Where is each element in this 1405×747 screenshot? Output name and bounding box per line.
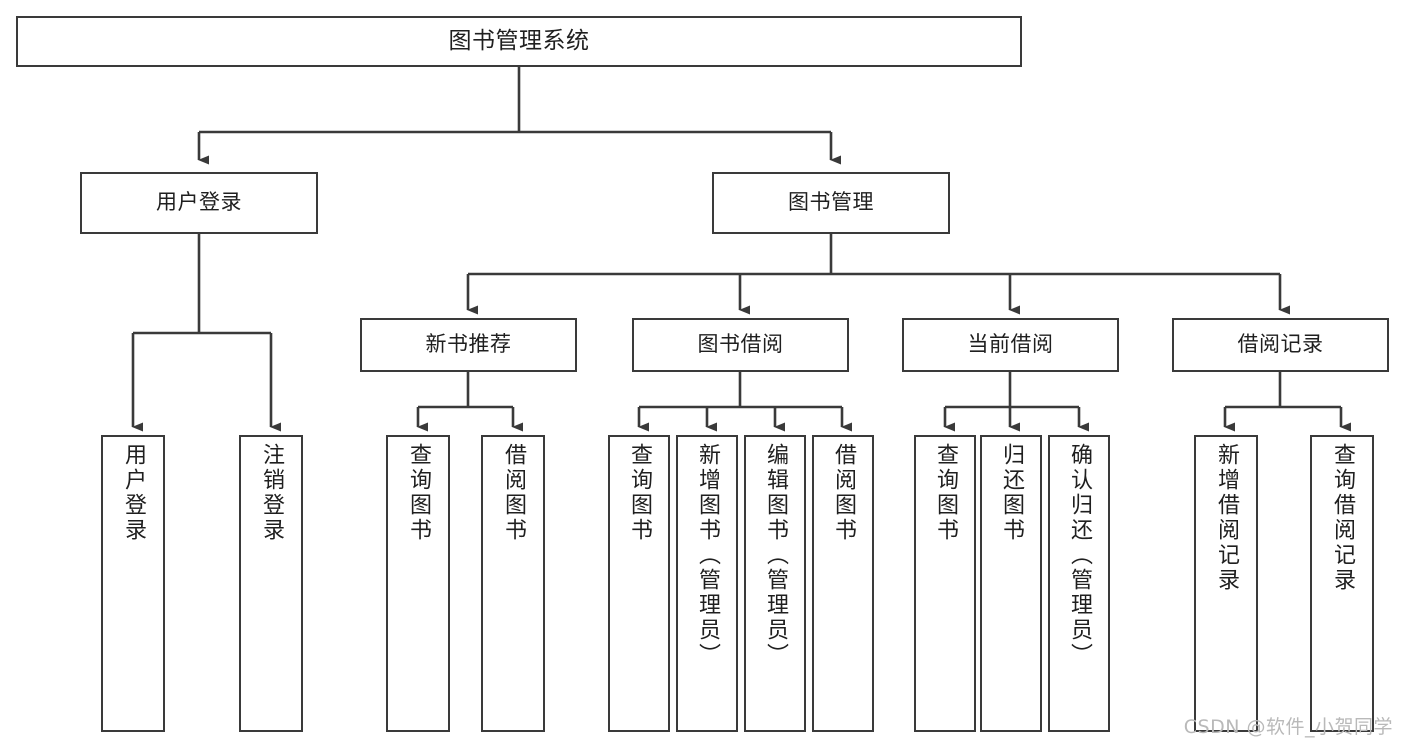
node-leaf-logout-label: 注销登录 bbox=[259, 443, 284, 543]
node-new-book-recommend[interactable]: 新书推荐 bbox=[360, 318, 577, 372]
node-book-manage[interactable]: 图书管理 bbox=[712, 172, 950, 234]
node-current-borrow[interactable]: 当前借阅 bbox=[902, 318, 1119, 372]
node-user-login[interactable]: 用户登录 bbox=[80, 172, 318, 234]
node-leaf-user-login-label: 用户登录 bbox=[121, 443, 146, 543]
node-leaf-borrow-book-1[interactable]: 借阅图书 bbox=[481, 435, 545, 732]
node-leaf-user-login[interactable]: 用户登录 bbox=[101, 435, 165, 732]
node-leaf-confirm-return[interactable]: 确认归还（管理员） bbox=[1048, 435, 1110, 732]
node-leaf-confirm-return-label: 确认归还（管理员） bbox=[1067, 443, 1092, 668]
node-leaf-logout[interactable]: 注销登录 bbox=[239, 435, 303, 732]
node-borrow-record[interactable]: 借阅记录 bbox=[1172, 318, 1389, 372]
node-root-system[interactable]: 图书管理系统 bbox=[16, 16, 1022, 67]
node-leaf-query-book-1[interactable]: 查询图书 bbox=[386, 435, 450, 732]
node-leaf-edit-book[interactable]: 编辑图书（管理员） bbox=[744, 435, 806, 732]
node-current-borrow-label: 当前借阅 bbox=[967, 332, 1054, 357]
node-book-borrow[interactable]: 图书借阅 bbox=[632, 318, 849, 372]
node-new-book-recommend-label: 新书推荐 bbox=[425, 332, 512, 357]
watermark-text: CSDN @软件_小贺同学 bbox=[1183, 716, 1393, 738]
node-leaf-return-book-label: 归还图书 bbox=[999, 443, 1024, 543]
node-leaf-query-record-label: 查询借阅记录 bbox=[1330, 443, 1355, 593]
node-leaf-borrow-book-2[interactable]: 借阅图书 bbox=[812, 435, 874, 732]
node-borrow-record-label: 借阅记录 bbox=[1237, 332, 1324, 357]
node-leaf-edit-book-label: 编辑图书（管理员） bbox=[763, 443, 788, 668]
node-leaf-query-book-3-label: 查询图书 bbox=[933, 443, 958, 543]
node-root-label: 图书管理系统 bbox=[448, 27, 590, 54]
node-leaf-query-book-2-label: 查询图书 bbox=[627, 443, 652, 543]
node-leaf-add-record[interactable]: 新增借阅记录 bbox=[1194, 435, 1258, 732]
node-leaf-add-book-label: 新增图书（管理员） bbox=[695, 443, 720, 668]
node-book-borrow-label: 图书借阅 bbox=[697, 332, 784, 357]
node-leaf-borrow-book-2-label: 借阅图书 bbox=[831, 443, 856, 543]
node-leaf-query-record[interactable]: 查询借阅记录 bbox=[1310, 435, 1374, 732]
node-user-login-label: 用户登录 bbox=[156, 190, 242, 215]
node-book-manage-label: 图书管理 bbox=[788, 190, 874, 215]
node-leaf-borrow-book-1-label: 借阅图书 bbox=[501, 443, 526, 543]
node-leaf-query-book-2[interactable]: 查询图书 bbox=[608, 435, 670, 732]
node-leaf-query-book-3[interactable]: 查询图书 bbox=[914, 435, 976, 732]
node-leaf-return-book[interactable]: 归还图书 bbox=[980, 435, 1042, 732]
node-leaf-query-book-1-label: 查询图书 bbox=[406, 443, 431, 543]
node-leaf-add-record-label: 新增借阅记录 bbox=[1214, 443, 1239, 593]
node-leaf-add-book[interactable]: 新增图书（管理员） bbox=[676, 435, 738, 732]
